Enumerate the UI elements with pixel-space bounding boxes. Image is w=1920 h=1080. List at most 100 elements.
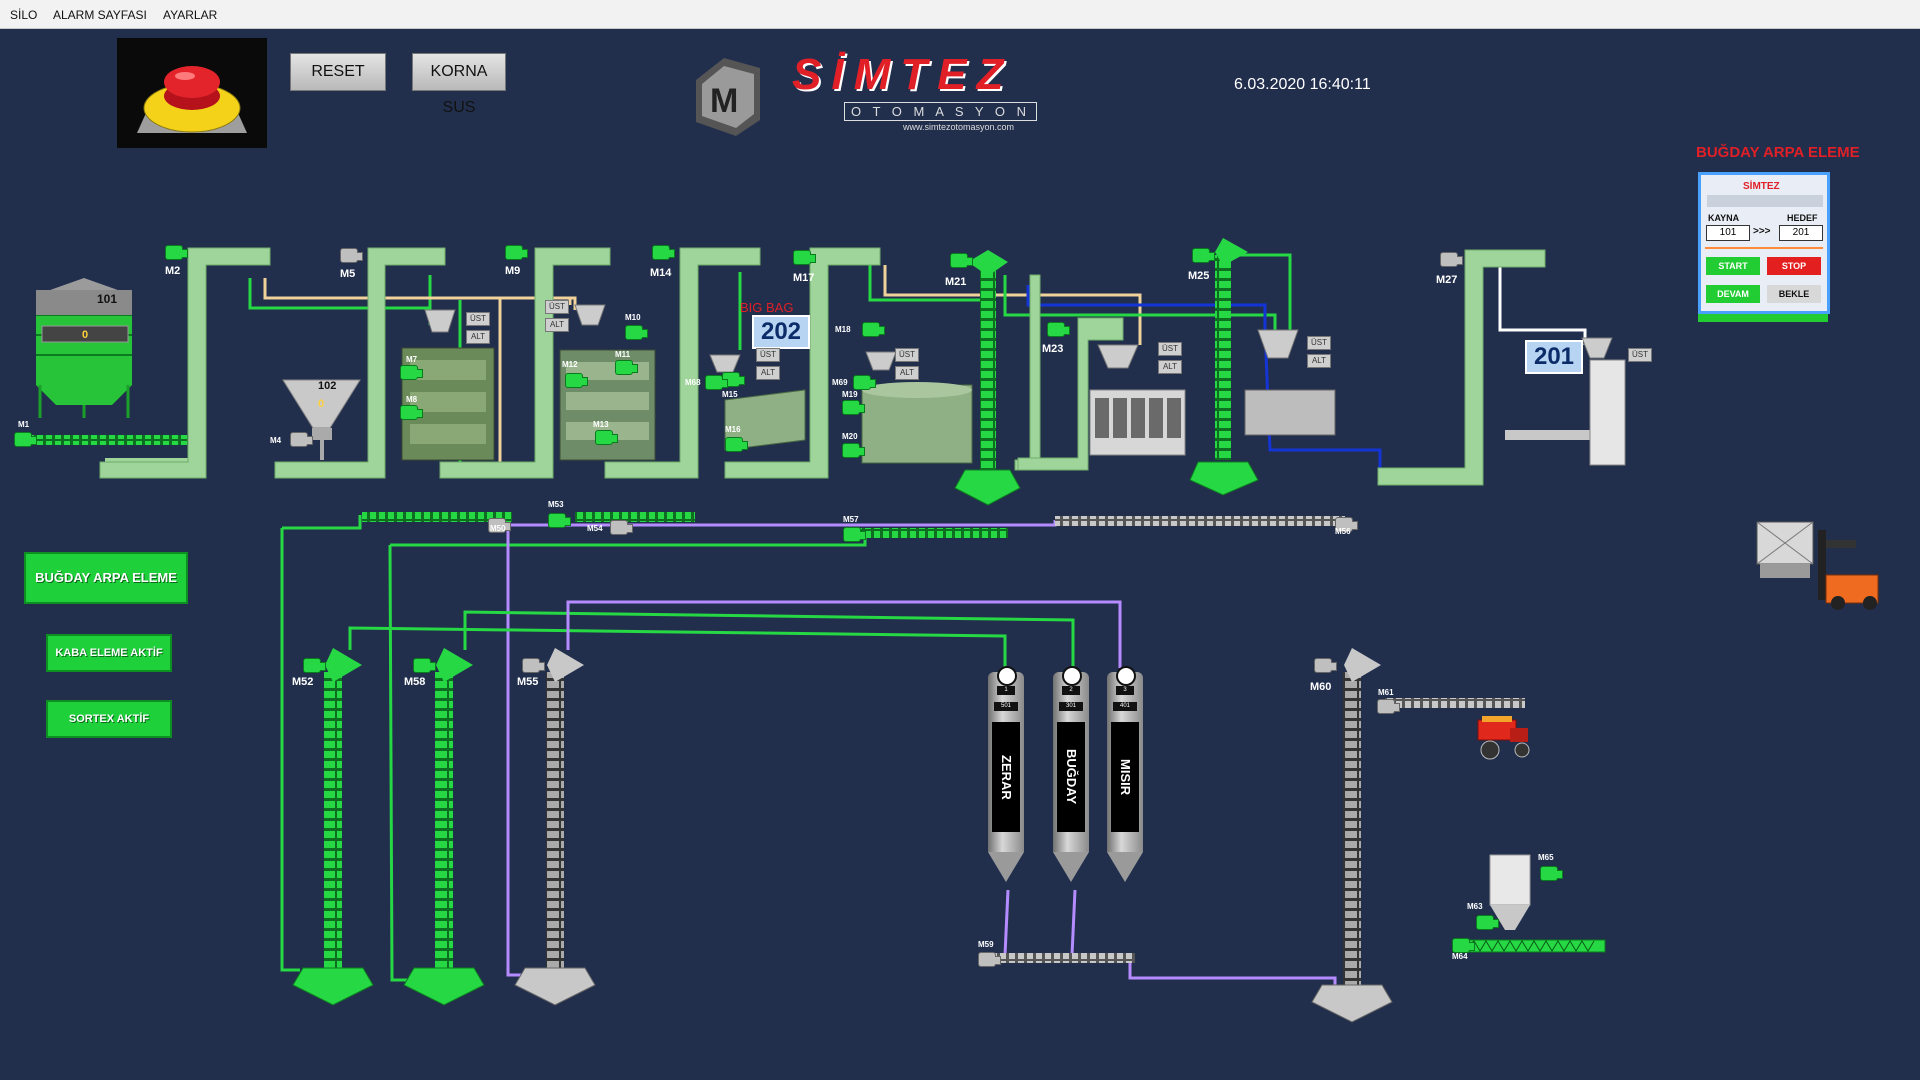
motor-m2[interactable] bbox=[165, 245, 188, 260]
flow-line-green bbox=[1003, 275, 1277, 330]
ust-sensor-tag[interactable]: ÜST bbox=[895, 348, 919, 362]
motor-m11[interactable] bbox=[615, 360, 638, 375]
motor-m16[interactable] bbox=[725, 437, 748, 452]
motor-m17[interactable] bbox=[793, 250, 816, 265]
ust-sensor-tag[interactable]: ÜST bbox=[1628, 348, 1652, 362]
bin-value: 401 bbox=[1113, 702, 1137, 711]
motor-m56[interactable] bbox=[1335, 517, 1358, 532]
menu-item-settings[interactable]: AYARLAR bbox=[163, 8, 218, 22]
motor-m19[interactable] bbox=[842, 400, 865, 415]
devam-button[interactable]: DEVAM bbox=[1706, 285, 1760, 303]
ust-sensor-tag[interactable]: ÜST bbox=[756, 348, 780, 362]
motor-m27-label: M27 bbox=[1436, 274, 1458, 286]
start-button[interactable]: START bbox=[1706, 257, 1760, 275]
motor-m57[interactable] bbox=[843, 527, 866, 542]
motor-m60[interactable] bbox=[1314, 658, 1337, 673]
motor-m13[interactable] bbox=[595, 430, 618, 445]
elevator-m55 bbox=[546, 672, 564, 972]
motor-m50[interactable] bbox=[488, 518, 511, 533]
motor-m8-label: M8 bbox=[406, 395, 418, 404]
motor-m4[interactable] bbox=[290, 432, 313, 447]
target-value[interactable]: 201 bbox=[1779, 225, 1823, 241]
motor-m5-label: M5 bbox=[340, 268, 356, 280]
motor-m55[interactable] bbox=[522, 658, 545, 673]
motor-m19-label: M19 bbox=[842, 390, 858, 399]
ust-sensor-tag[interactable]: ÜST bbox=[545, 300, 569, 314]
brand-logo: M SİMTEZ O T O M A S Y O N www.simtezoto… bbox=[688, 50, 1178, 140]
motor-m12-label: M12 bbox=[562, 360, 578, 369]
alt-sensor-tag[interactable]: ALT bbox=[895, 366, 919, 380]
alt-sensor-tag[interactable]: ALT bbox=[466, 330, 490, 344]
motor-m5[interactable] bbox=[340, 248, 363, 263]
motor-m61[interactable] bbox=[1377, 699, 1400, 714]
alt-sensor-tag[interactable]: ALT bbox=[545, 318, 569, 332]
flow-line-green bbox=[388, 544, 410, 982]
motor-m23[interactable] bbox=[1047, 322, 1070, 337]
silo-102-graphic bbox=[282, 379, 361, 460]
bin-bugday: 2 301 BUĞDAY bbox=[1053, 666, 1089, 882]
menu-item-alarm[interactable]: ALARM SAYFASI bbox=[53, 8, 147, 22]
emergency-stop-button[interactable] bbox=[117, 38, 267, 148]
motor-m18[interactable] bbox=[862, 322, 885, 337]
motor-m7[interactable] bbox=[400, 365, 423, 380]
motor-m53[interactable] bbox=[548, 513, 571, 528]
flow-line-green bbox=[280, 528, 300, 972]
conveyor-m61 bbox=[1385, 698, 1525, 708]
flow-line-purple bbox=[1128, 958, 1337, 990]
datetime: 6.03.2020 16:40:11 bbox=[1234, 76, 1371, 93]
korna-sus-button[interactable]: KORNA SUS bbox=[412, 53, 506, 116]
motor-m20[interactable] bbox=[842, 443, 865, 458]
kaba-eleme-button[interactable]: KABA ELEME AKTİF bbox=[46, 634, 172, 672]
motor-m8[interactable] bbox=[400, 405, 423, 420]
ust-sensor-tag[interactable]: ÜST bbox=[1307, 336, 1331, 350]
motor-m1[interactable] bbox=[14, 432, 37, 447]
source-value[interactable]: 101 bbox=[1706, 225, 1750, 241]
sortex-button[interactable]: SORTEX AKTİF bbox=[46, 700, 172, 738]
bugday-arpa-eleme-button[interactable]: BUĞDAY ARPA ELEME bbox=[24, 552, 188, 604]
flow-line-blue bbox=[1263, 329, 1382, 475]
motor-m69[interactable] bbox=[853, 375, 876, 390]
motor-m12[interactable] bbox=[565, 373, 588, 388]
motor-m10[interactable] bbox=[625, 325, 648, 340]
ust-sensor-tag[interactable]: ÜST bbox=[1158, 342, 1182, 356]
reset-button[interactable]: RESET bbox=[290, 53, 386, 91]
motor-m14[interactable] bbox=[652, 245, 675, 260]
control-panel: SİMTEZ KAYNA HEDEF 101 >>> 201 START STO… bbox=[1698, 172, 1830, 314]
motor-m68-label: M68 bbox=[685, 378, 701, 387]
silo-101-graphic bbox=[36, 278, 132, 418]
motor-m2-label: M2 bbox=[165, 265, 181, 277]
menu-item-silo[interactable]: SİLO bbox=[10, 8, 38, 22]
motor-m58[interactable] bbox=[413, 658, 436, 673]
ust-sensor-tag[interactable]: ÜST bbox=[466, 312, 490, 326]
motor-m59-label: M59 bbox=[978, 940, 994, 949]
motor-m25[interactable] bbox=[1192, 248, 1215, 263]
motor-m64[interactable] bbox=[1452, 938, 1475, 953]
alt-sensor-tag[interactable]: ALT bbox=[1158, 360, 1182, 374]
alt-sensor-tag[interactable]: ALT bbox=[1307, 354, 1331, 368]
bin-zerar: 1 501 ZERAR bbox=[988, 666, 1024, 882]
bin-value: 301 bbox=[1059, 702, 1083, 711]
motor-m65[interactable] bbox=[1540, 866, 1563, 881]
motor-m54[interactable] bbox=[610, 520, 633, 535]
panel-divider bbox=[1705, 247, 1823, 249]
stop-button[interactable]: STOP bbox=[1767, 257, 1821, 275]
motor-m55-label: M55 bbox=[517, 676, 539, 688]
motor-m58-label: M58 bbox=[404, 676, 426, 688]
motor-m27[interactable] bbox=[1440, 252, 1463, 267]
motor-m52[interactable] bbox=[303, 658, 326, 673]
bekle-button[interactable]: BEKLE bbox=[1767, 285, 1821, 303]
elevator-m52 bbox=[324, 672, 342, 972]
motor-m63[interactable] bbox=[1476, 915, 1499, 930]
alt-sensor-tag[interactable]: ALT bbox=[756, 366, 780, 380]
arrow-indicator: >>> bbox=[1753, 226, 1771, 237]
motor-m21[interactable] bbox=[950, 253, 973, 268]
bin-level-indicator bbox=[997, 666, 1017, 686]
bin-level-indicator bbox=[1062, 666, 1082, 686]
conveyor-m53 bbox=[575, 512, 695, 522]
motor-m59[interactable] bbox=[978, 952, 1001, 967]
motor-m21-label: M21 bbox=[945, 276, 967, 288]
panel-status-bar bbox=[1698, 314, 1828, 322]
motor-m68[interactable] bbox=[705, 375, 728, 390]
motor-m9[interactable] bbox=[505, 245, 528, 260]
